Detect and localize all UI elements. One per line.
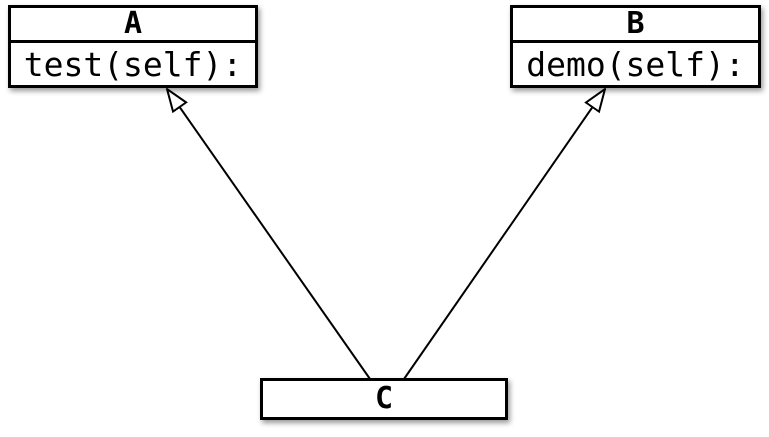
class-method-a: test(self): bbox=[23, 44, 243, 84]
class-name-b: B bbox=[513, 8, 758, 43]
inheritance-arrow-c-to-a bbox=[167, 89, 371, 380]
class-method-b: demo(self): bbox=[526, 44, 745, 84]
class-box-b: B demo(self): bbox=[510, 5, 761, 88]
inheritance-arrow-c-to-b bbox=[403, 89, 605, 380]
class-name-a: A bbox=[11, 8, 255, 43]
class-box-a: A test(self): bbox=[8, 5, 258, 88]
class-box-c: C bbox=[260, 378, 508, 420]
class-name-c: C bbox=[374, 381, 394, 416]
